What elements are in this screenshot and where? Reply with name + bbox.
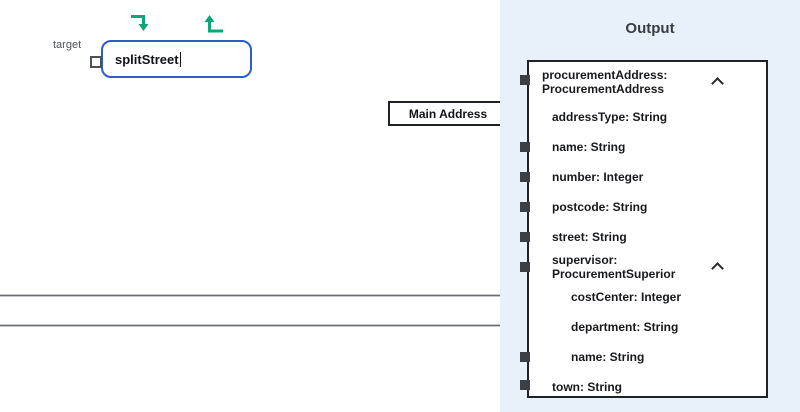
output-field-postcode[interactable]: postcode: String <box>552 200 648 214</box>
output-field-street[interactable]: street: String <box>552 230 627 244</box>
connection-port-postcode[interactable] <box>520 202 530 212</box>
text-caret <box>179 51 182 67</box>
output-field-procurementaddress[interactable]: procurementAddress: ProcurementAddress <box>542 68 668 96</box>
target-node-splitstreet[interactable]: splitStreet <box>90 40 252 78</box>
output-field-supervisor-name[interactable]: name: String <box>571 350 645 364</box>
output-panel: Output procurementAddress: ProcurementAd… <box>500 0 800 412</box>
node-name-input[interactable]: splitStreet <box>115 51 179 67</box>
node-connection-port[interactable] <box>90 56 102 68</box>
output-field-costcenter[interactable]: costCenter: Integer <box>571 290 682 304</box>
output-field-name[interactable]: name: String <box>552 140 626 154</box>
connection-port-name[interactable] <box>520 142 530 152</box>
connection-port-number[interactable] <box>520 172 530 182</box>
output-document-card: procurementAddress: ProcurementAddress a… <box>520 60 768 398</box>
output-field-number[interactable]: number: Integer <box>552 170 644 184</box>
target-section-label: target <box>53 39 82 51</box>
output-field-addresstype[interactable]: addressType: String <box>552 110 668 124</box>
output-panel-title: Output <box>625 20 675 37</box>
output-field-supervisor[interactable]: supervisor: ProcurementSuperior <box>552 253 676 281</box>
connection-port-procurementaddress[interactable] <box>520 75 530 85</box>
connection-port-town[interactable] <box>520 380 530 390</box>
arrow-turn-down-icon[interactable] <box>128 12 152 34</box>
connection-port-supervisor[interactable] <box>520 262 530 272</box>
output-field-department[interactable]: department: String <box>571 320 679 334</box>
connection-port-supervisor-name[interactable] <box>520 352 530 362</box>
connection-port-street[interactable] <box>520 232 530 242</box>
connection-label-main-address[interactable]: Main Address <box>388 101 508 126</box>
output-field-town[interactable]: town: String <box>552 380 622 394</box>
arrow-turn-up-icon[interactable] <box>202 12 226 34</box>
